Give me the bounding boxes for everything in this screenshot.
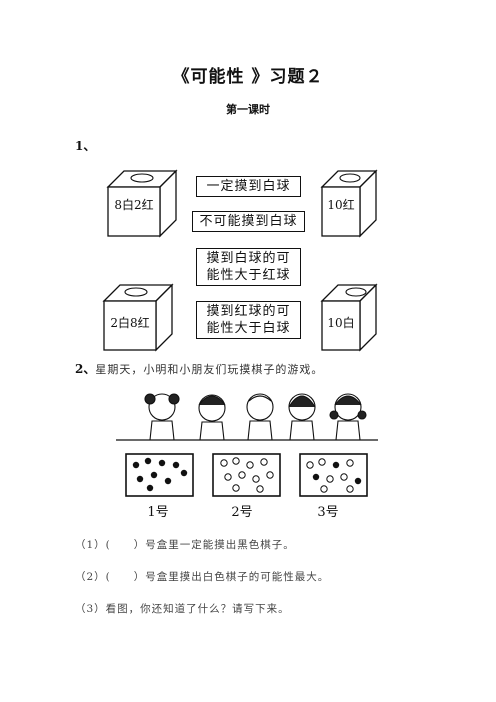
question-2: 2、星期天，小明和小朋友们玩摸棋子的游戏。 [75,358,323,377]
statement-card: 摸到红球的可能性大于白球 [196,301,301,339]
child-figure [288,393,316,441]
question-1-number: 1、 [75,139,96,153]
sub-question-2: （2）( ）号盒里摸出白色棋子的可能性最大。 [75,571,330,583]
chess-box-1 [125,453,194,497]
ball-box-8-white-2-red [106,169,178,238]
chess-box-label: 3号 [317,505,339,520]
children-and-chess-boxes-illustration [116,393,378,497]
page-title: 《可能性 》习题２ [172,67,324,87]
sub-question-1: （1）( ）号盒里一定能摸出黑色棋子。 [75,539,295,551]
ball-boxes-illustration [102,169,378,352]
box-label: 8白2红 [114,198,154,212]
chess-box-label: 2号 [231,505,253,520]
child-figure [198,394,226,441]
child-figure [246,393,274,441]
question-2-text: 星期天，小明和小朋友们玩摸棋子的游戏。 [95,363,324,376]
ball-box-10-red [320,169,378,238]
chess-box-label: 1号 [147,505,169,520]
box-label: 10白 [327,316,355,330]
sub-question-3: （3）看图，你还知道了什么？请写下来。 [75,603,290,615]
child-figure [144,393,180,441]
box-label: 10红 [327,198,355,212]
chess-box-2 [212,453,281,497]
question-2-number: 2、 [75,362,96,376]
ball-box-2-white-8-red [102,283,174,352]
box-label: 2白8红 [110,316,150,330]
lesson-subtitle: 第一课时 [226,103,270,116]
ball-box-10-white [320,283,378,352]
statement-card: 摸到白球的可能性大于红球 [196,248,301,286]
statement-card: 一定摸到白球 [196,176,301,197]
chess-box-3 [299,453,368,497]
child-figure [329,393,367,441]
statement-card: 不可能摸到白球 [192,211,305,232]
